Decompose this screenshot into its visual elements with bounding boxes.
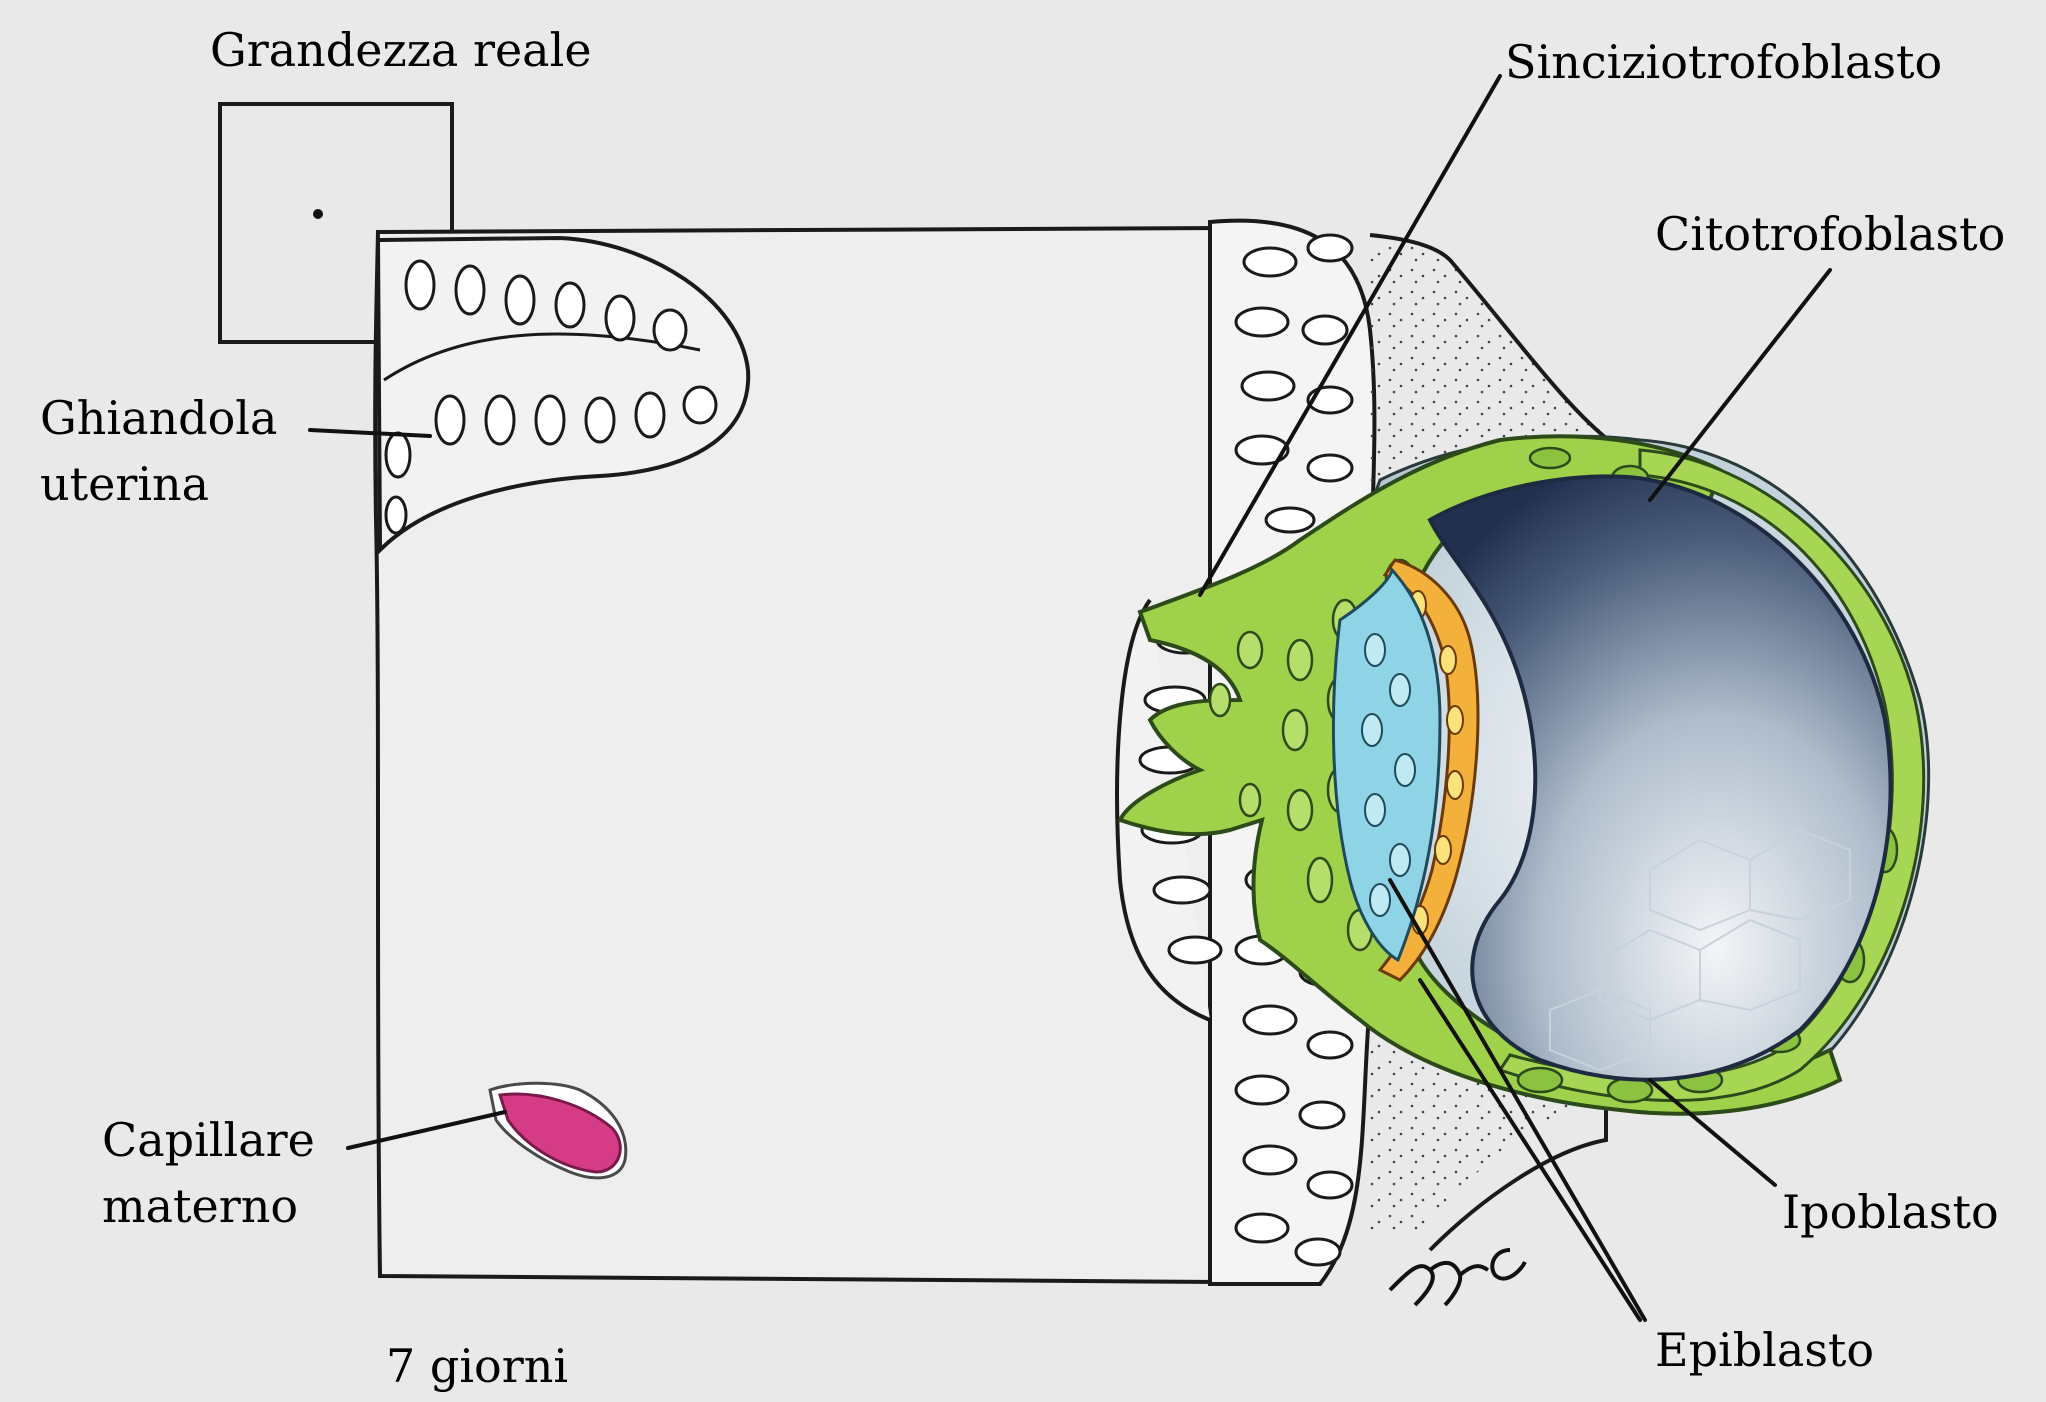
capillary-label-line2: materno bbox=[102, 1174, 298, 1238]
capillary-label-line1: Capillare bbox=[102, 1108, 315, 1172]
scale-dot bbox=[313, 209, 323, 219]
syncytiotrophoblast-label: Sinciziotrofoblasto bbox=[1505, 30, 1942, 94]
scale-title-label: Grandezza reale bbox=[210, 18, 592, 82]
cytotrophoblast-label: Citotrofoblasto bbox=[1655, 202, 2005, 266]
hypoblast-label: Ipoblasto bbox=[1782, 1180, 1999, 1244]
gland-label-line2: uterina bbox=[40, 452, 209, 516]
age-label: 7 giorni bbox=[386, 1334, 568, 1398]
epiblast-label: Epiblasto bbox=[1655, 1318, 1874, 1382]
gland-label-line1: Ghiandola bbox=[40, 386, 277, 450]
